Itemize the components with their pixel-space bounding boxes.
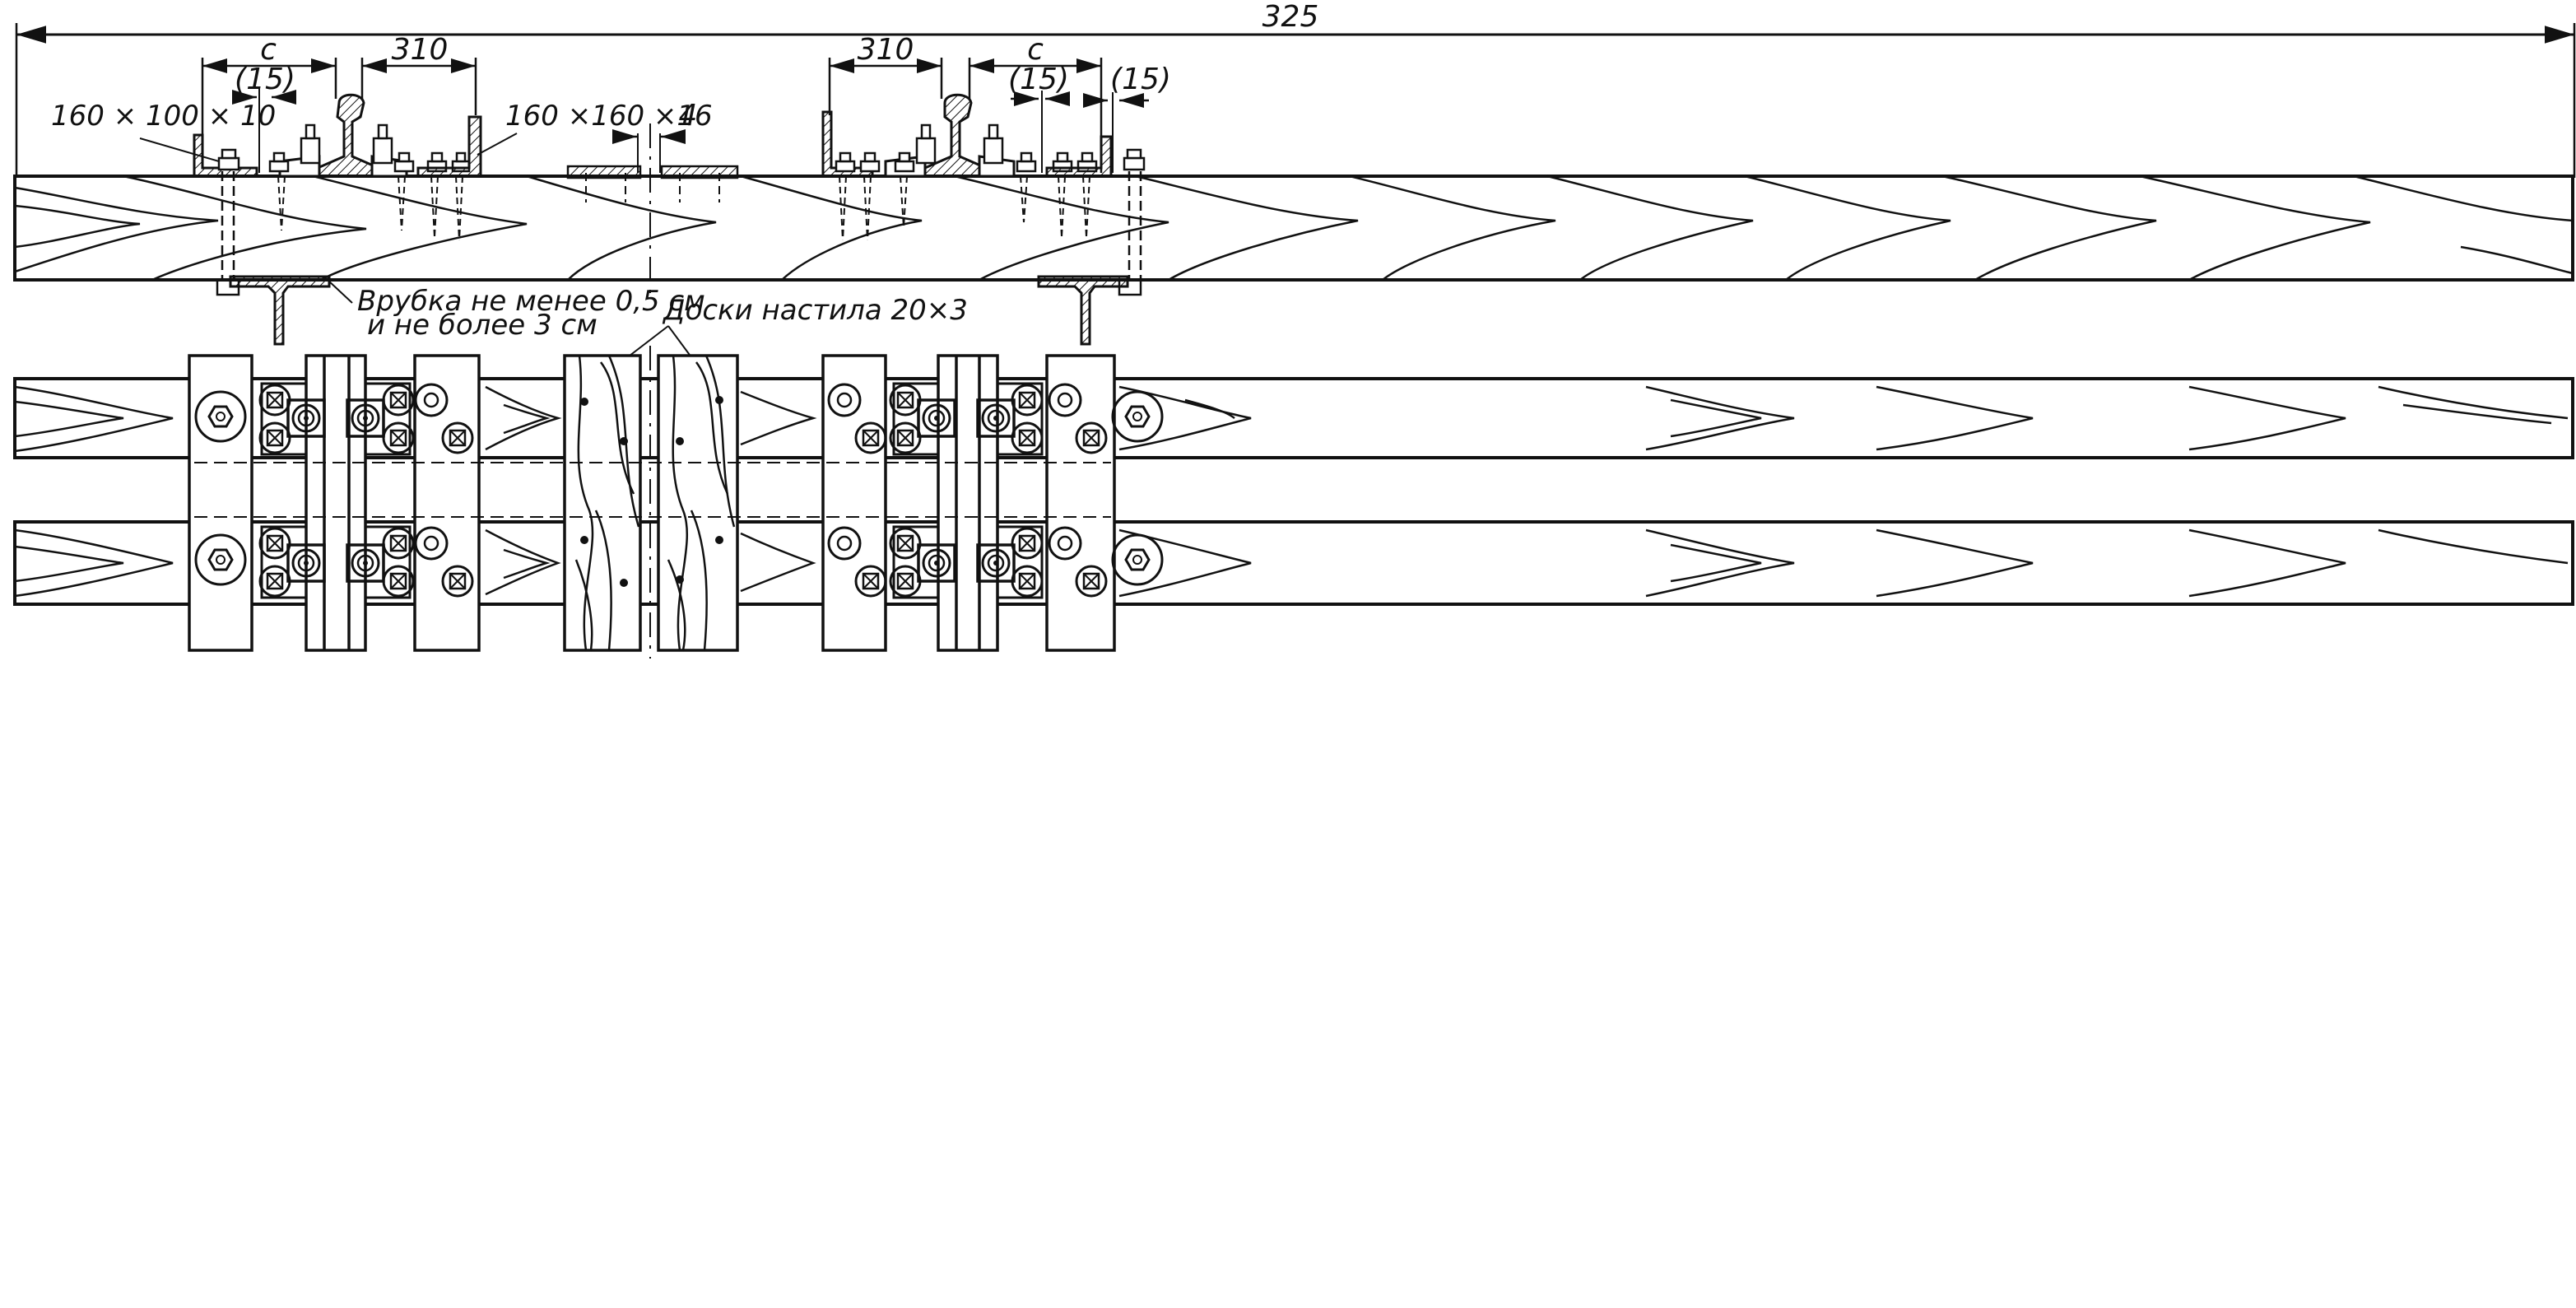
clearance-right-label: c — [1027, 33, 1044, 67]
gap-label: 4 — [679, 99, 698, 133]
right-rail-assembly — [821, 93, 1146, 346]
clearance-left-label: c — [260, 33, 277, 67]
left-spacing-dimensions: c 310 (15) — [201, 33, 477, 173]
deck-boards-label: Доски настила 20×3 — [662, 294, 968, 327]
rails-plan — [305, 354, 999, 652]
sleeper-plan-lower — [13, 520, 2574, 606]
spacing-left-label: 310 — [392, 33, 449, 67]
overall-dimension-label: 325 — [1262, 0, 1319, 34]
notch-label-line2: и не более 3 см — [367, 309, 598, 342]
wood-grain-side — [14, 175, 2574, 282]
left-rail-assembly — [193, 93, 482, 346]
offset-left-label: (15) — [235, 63, 295, 96]
rail-right — [923, 93, 988, 178]
right-spacing-dimensions: 310 c (15) (15) — [828, 33, 1171, 173]
gap-dimension: 4 — [612, 99, 698, 173]
overall-dimension: 325 — [15, 0, 2576, 178]
spacing-right-label: 310 — [858, 33, 914, 67]
offset-right-inner-label: (15) — [1008, 63, 1069, 96]
sleeper-plan-upper — [13, 377, 2574, 459]
offset-right-outer-label: (15) — [1110, 63, 1171, 96]
angle-large-label: 160 ×160 ×16 — [505, 100, 713, 133]
deck-boards-plan — [563, 346, 739, 659]
sleeper-side — [13, 175, 2574, 282]
rail-left — [316, 93, 380, 178]
side-view-labels: 160 × 100 × 10 160 ×160 ×16 Врубка не ме… — [51, 100, 968, 365]
plan-view — [13, 346, 2574, 659]
angle-small-label: 160 × 100 × 10 — [51, 100, 276, 133]
deck-board-section — [566, 123, 739, 296]
notch-label-line1: Врубка не менее 0,5 см — [357, 285, 705, 318]
wood-grain-plan — [14, 385, 2569, 453]
side-view — [13, 93, 2574, 346]
